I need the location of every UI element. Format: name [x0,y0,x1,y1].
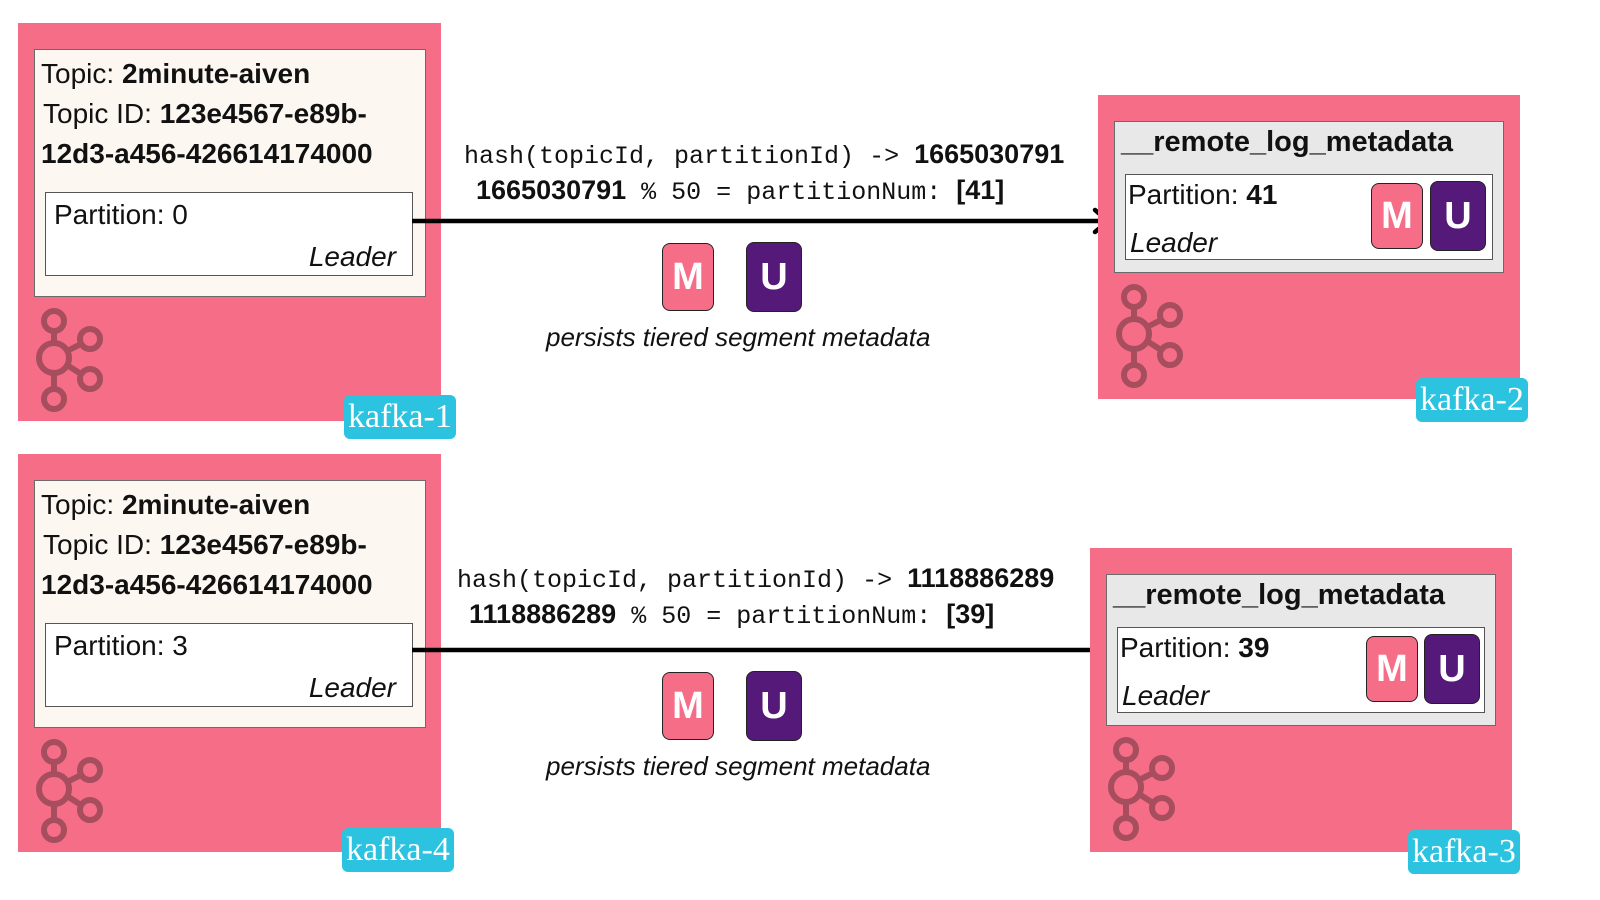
mod-code: % 50 = partitionNum: [626,178,957,207]
topic-id-line-2: 12d3-a456-426614174000 [41,565,373,605]
partition-result: [39] [946,599,995,629]
mod-code: % 50 = partitionNum: [616,602,947,631]
remote-log-metadata-title: __remote_log_metadata [1113,579,1446,611]
broker-kafka-3: __remote_log_metadata Partition: 39 Lead… [1090,548,1512,852]
mod-value: 1118886289 [469,599,617,629]
topic-id-part1: 123e4567-e89b- [159,98,367,129]
metadata-partition-box: Partition: 41 Leader M U [1125,174,1493,260]
kafka-logo-icon [1116,284,1183,388]
hash-code: hash(topicId, partitionId) -> [464,142,915,171]
metadata-badge-m: M [1371,183,1423,249]
kafka-logo-icon [1108,737,1175,841]
partition-num: 41 [1246,179,1278,210]
topic-label: Topic: [41,58,115,89]
mod-line: 1118886289 % 50 = partitionNum: [39] [469,596,994,635]
metadata-badge-u: U [746,242,802,312]
metadata-partition-box: Partition: 39 Leader M U [1117,627,1485,713]
remote-log-metadata-card: __remote_log_metadata Partition: 41 Lead… [1114,121,1504,273]
broker-kafka-4: Topic: 2minute-aiven Topic ID: 123e4567-… [18,454,441,852]
hash-value: 1665030791 [914,139,1065,169]
topic-name-line: Topic: 2minute-aiven [41,485,310,525]
partition-label-text: Partition: [1120,632,1239,663]
partition-label: Partition: 3 [54,630,188,661]
topic-name-line: Topic: 2minute-aiven [41,54,310,94]
leader-label: Leader [308,672,396,703]
topic-name: 2minute-aiven [121,58,311,89]
broker-tag-kafka-3: kafka-3 [1408,830,1520,874]
metadata-badge-m: M [1366,636,1418,702]
remote-log-metadata-title: __remote_log_metadata [1121,126,1454,158]
leader-label: Leader [1130,227,1218,258]
topic-id-part2: 12d3-a456-426614174000 [41,138,373,169]
leader-label: Leader [308,241,396,272]
topic-id-line: Topic ID: 123e4567-e89b- [43,94,367,134]
topic-id-label: Topic ID: [43,98,152,129]
metadata-badge-u: U [746,671,802,741]
topic-card: Topic: 2minute-aiven Topic ID: 123e4567-… [34,480,426,728]
metadata-badge-m: M [662,672,714,740]
partition-result: [41] [956,175,1005,205]
metadata-badge-u: U [1424,634,1480,704]
partition-num: 39 [1238,632,1270,663]
persists-caption: persists tiered segment metadata [546,322,931,352]
topic-name: 2minute-aiven [121,489,311,520]
broker-kafka-2: __remote_log_metadata Partition: 41 Lead… [1098,95,1520,399]
remote-log-metadata-card: __remote_log_metadata Partition: 39 Lead… [1106,574,1496,726]
arrow-right-icon [412,636,1111,664]
partition-label: Partition: 0 [54,199,188,230]
hash-value: 1118886289 [907,563,1055,593]
mod-value: 1665030791 [476,175,627,205]
broker-tag-kafka-4: kafka-4 [342,828,454,872]
kafka-logo-icon [36,308,103,412]
leader-label: Leader [1122,680,1210,711]
topic-id-label: Topic ID: [43,529,152,560]
partition-box: Partition: 3 Leader [45,623,413,707]
metadata-partition-label: Partition: 41 [1128,179,1277,211]
mod-line: 1665030791 % 50 = partitionNum: [41] [476,172,1004,211]
kafka-logo-icon [36,739,103,843]
hash-line: hash(topicId, partitionId) -> 1118886289 [457,560,1054,599]
metadata-badge-u: U [1430,181,1486,251]
broker-kafka-1: Topic: 2minute-aiven Topic ID: 123e4567-… [18,23,441,421]
topic-card: Topic: 2minute-aiven Topic ID: 123e4567-… [34,49,426,297]
topic-label: Topic: [41,489,115,520]
metadata-partition-label: Partition: 39 [1120,632,1269,664]
topic-id-line-2: 12d3-a456-426614174000 [41,134,373,174]
partition-box: Partition: 0 Leader [45,192,413,276]
metadata-badge-m: M [662,243,714,311]
hash-code: hash(topicId, partitionId) -> [457,566,908,595]
broker-tag-kafka-1: kafka-1 [344,395,456,439]
broker-tag-kafka-2: kafka-2 [1416,378,1528,422]
arrow-right-icon [412,207,1111,235]
topic-id-part1: 123e4567-e89b- [159,529,367,560]
topic-id-part2: 12d3-a456-426614174000 [41,569,373,600]
hash-line: hash(topicId, partitionId) -> 1665030791 [464,136,1064,175]
topic-id-line: Topic ID: 123e4567-e89b- [43,525,367,565]
persists-caption: persists tiered segment metadata [546,751,931,781]
partition-label-text: Partition: [1128,179,1247,210]
